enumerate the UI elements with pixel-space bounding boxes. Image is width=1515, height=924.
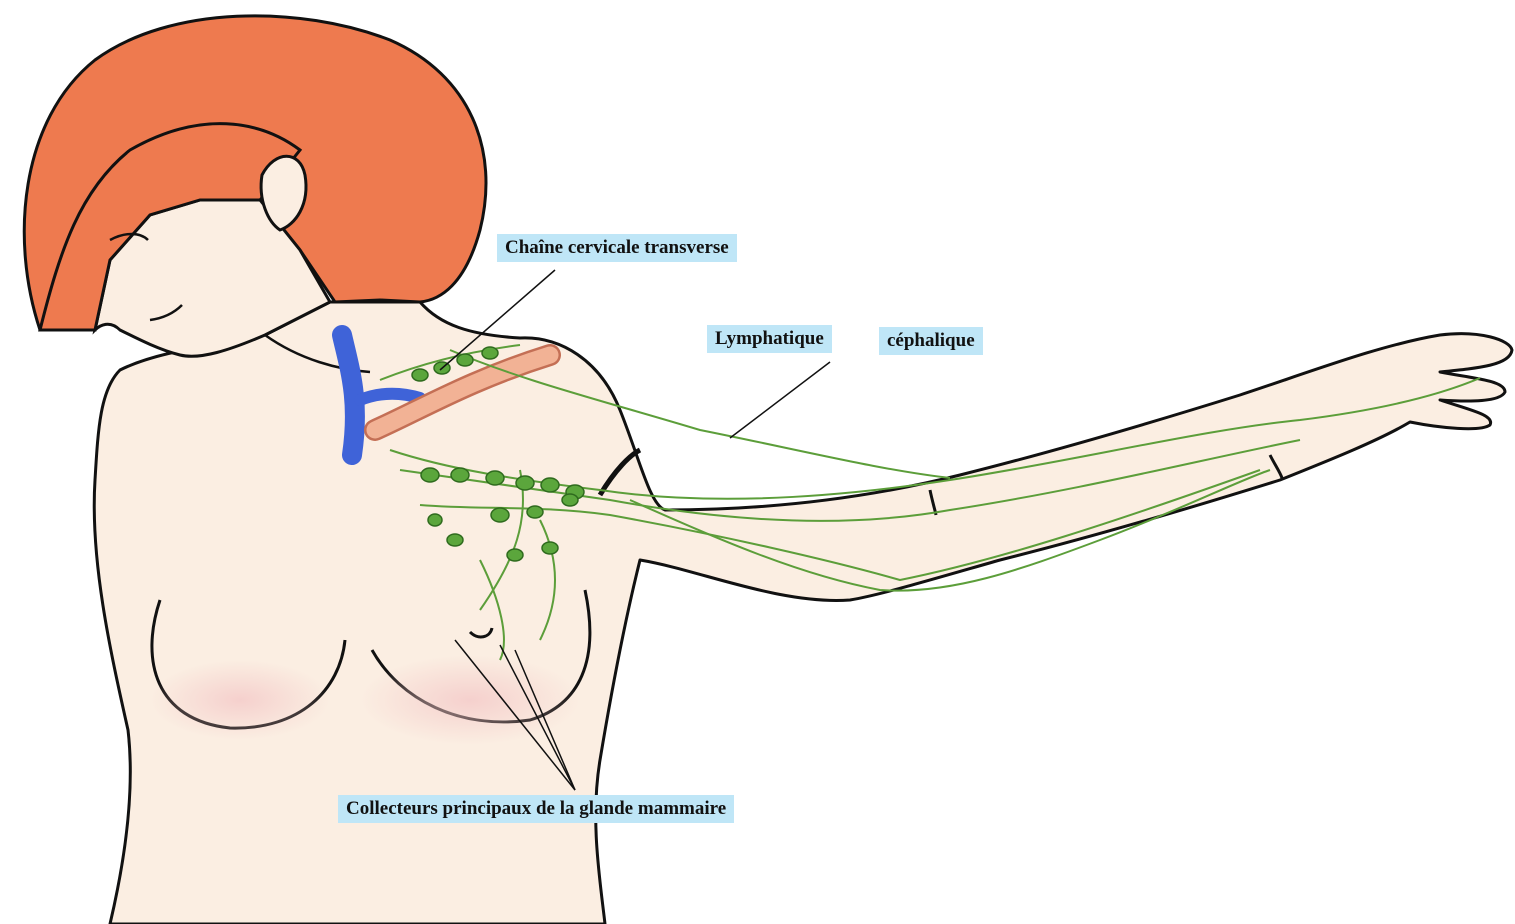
breast-shading-left [150, 660, 330, 740]
breast-shading-right [360, 655, 580, 745]
vein-branch [360, 394, 420, 400]
label-mammary-collectors: Collecteurs principaux de la glande mamm… [338, 795, 734, 823]
label-lymphatic: Lymphatique [707, 325, 832, 353]
torso [94, 302, 1512, 924]
label-cervical-chain: Chaîne cervicale transverse [497, 234, 737, 262]
label-cephalic: céphalique [879, 327, 983, 355]
